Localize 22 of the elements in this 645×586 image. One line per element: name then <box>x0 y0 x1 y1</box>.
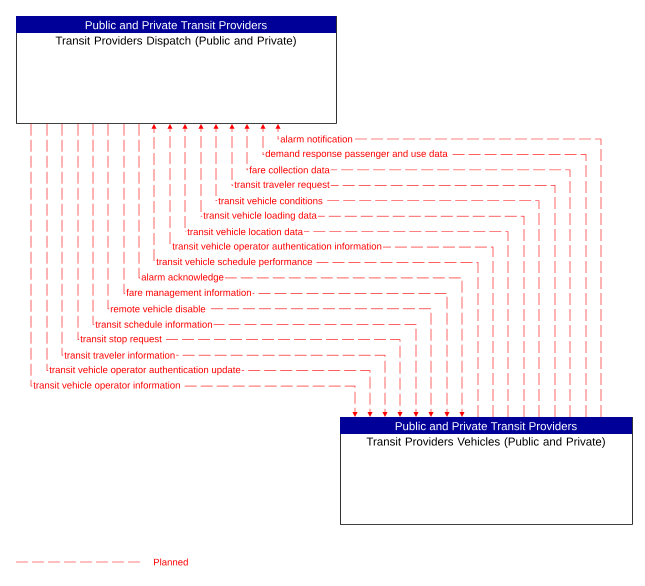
flow-label: transit vehicle operator information <box>32 380 182 392</box>
header-band: Public and Private Transit Providers <box>340 417 632 434</box>
flow-label: remote vehicle disable <box>109 304 207 314</box>
flow-label: alarm acknowledge <box>140 272 225 284</box>
flow-label: transit vehicle conditions <box>217 196 324 206</box>
flow-label: transit vehicle operator authentication information <box>171 242 383 253</box>
flow-label: fare collection data <box>248 165 331 174</box>
flow-label: fare management information <box>125 288 253 299</box>
box-title: Transit Providers Vehicles (Public and Private) <box>366 437 605 448</box>
flow-label: transit vehicle operator authentication update <box>48 365 242 376</box>
flow-label: transit traveler information <box>63 350 176 360</box>
flow-label: transit vehicle schedule performance <box>155 257 314 268</box>
flow-label: transit stop request <box>79 334 163 346</box>
flow-label: alarm notification <box>279 134 354 144</box>
flow-label: transit vehicle location data <box>186 227 304 236</box>
box-title: Transit Providers Dispatch (Public and Private) <box>56 36 296 47</box>
flow-label: transit traveler request <box>233 180 331 191</box>
header-band: Public and Private Transit Providers <box>16 16 336 33</box>
flow-label: transit vehicle loading data <box>202 210 318 222</box>
legend-label: Planned <box>154 558 188 566</box>
flow-label: demand response passenger and use data <box>264 148 449 160</box>
flow-label: transit schedule information <box>94 320 214 329</box>
